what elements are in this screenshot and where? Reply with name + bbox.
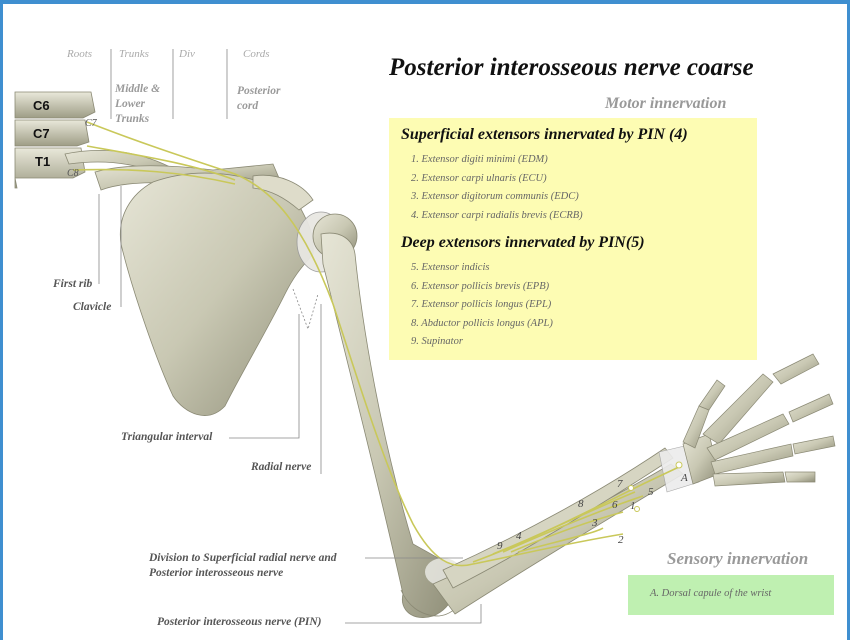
list-item: 4. Extensor carpi radialis brevis (ECRB)	[411, 207, 583, 226]
branch-number-1: 1	[630, 500, 636, 512]
branch-number-6: 6	[612, 499, 618, 511]
branch-number-3: 3	[592, 517, 598, 529]
deep-extensors-heading: Deep extensors innervated by PIN(5)	[401, 234, 645, 252]
cord-label-line1: Posterior	[237, 84, 280, 99]
t1-label: T1	[35, 154, 50, 169]
cords-header: Cords	[243, 48, 270, 60]
c6-label: C6	[33, 98, 50, 113]
trunk-label-line2: Lower	[115, 97, 160, 112]
branch-number-8: 8	[578, 498, 584, 510]
radial-nerve-label: Radial nerve	[251, 461, 311, 473]
cervical-vertebrae	[15, 92, 95, 188]
division-label-line2: Posterior interosseous nerve	[149, 566, 337, 581]
branch-number-4: 4	[516, 530, 522, 542]
motor-innervation-box: Superficial extensors innervated by PIN …	[389, 118, 757, 360]
middle-lower-trunks-label: Middle & Lower Trunks	[115, 82, 160, 127]
deep-extensors-list: 5. Extensor indicis 6. Extensor pollicis…	[411, 259, 553, 352]
list-item: 1. Extensor digiti minimi (EDM)	[411, 151, 583, 170]
branch-number-5: 5	[648, 486, 654, 498]
c7-label: C7	[33, 126, 50, 141]
roots-header: Roots	[67, 48, 92, 60]
diagram-title: Posterior interosseous nerve coarse	[389, 54, 754, 82]
list-item: 8. Abductor pollicis longus (APL)	[411, 315, 553, 334]
list-item: 5. Extensor indicis	[411, 259, 553, 278]
trunk-label-line3: Trunks	[115, 112, 160, 127]
branch-letter-a: A	[681, 472, 688, 484]
superficial-extensors-heading: Superficial extensors innervated by PIN …	[401, 126, 688, 144]
list-item: 6. Extensor pollicis brevis (EPB)	[411, 278, 553, 297]
first-rib-label: First rib	[53, 278, 92, 290]
list-item: 9. Supinator	[411, 333, 553, 352]
scapula	[120, 173, 313, 415]
pin-label: Posterior interosseous nerve (PIN)	[157, 616, 322, 628]
branch-number-2: 2	[618, 534, 624, 546]
posterior-cord-label: Posterior cord	[237, 84, 280, 114]
radius	[443, 448, 673, 588]
trunks-header: Trunks	[119, 48, 149, 60]
division-label-line1: Division to Superficial radial nerve and	[149, 551, 337, 566]
clavicle-label: Clavicle	[73, 301, 111, 313]
list-item: 2. Extensor carpi ulnaris (ECU)	[411, 170, 583, 189]
branch-number-7: 7	[617, 478, 623, 490]
superficial-extensors-list: 1. Extensor digiti minimi (EDM) 2. Exten…	[411, 151, 583, 225]
sensory-item: A. Dorsal capule of the wrist	[650, 588, 771, 599]
triangular-interval-label: Triangular interval	[121, 431, 212, 443]
division-label: Division to Superficial radial nerve and…	[149, 551, 337, 581]
hand-bones	[683, 354, 835, 486]
list-item: 3. Extensor digitorum communis (EDC)	[411, 188, 583, 207]
motor-innervation-heading: Motor innervation	[605, 95, 726, 113]
c8-root-label: C8	[67, 168, 79, 179]
list-item: 7. Extensor pollicis longus (EPL)	[411, 296, 553, 315]
c7-root-label: C7	[85, 118, 97, 129]
div-header: Div	[179, 48, 195, 60]
sensory-innervation-box: A. Dorsal capule of the wrist	[628, 575, 834, 615]
cord-label-line2: cord	[237, 99, 280, 114]
sensory-innervation-heading: Sensory innervation	[667, 549, 808, 569]
trunk-label-line1: Middle &	[115, 82, 160, 97]
branch-number-9: 9	[497, 540, 503, 552]
